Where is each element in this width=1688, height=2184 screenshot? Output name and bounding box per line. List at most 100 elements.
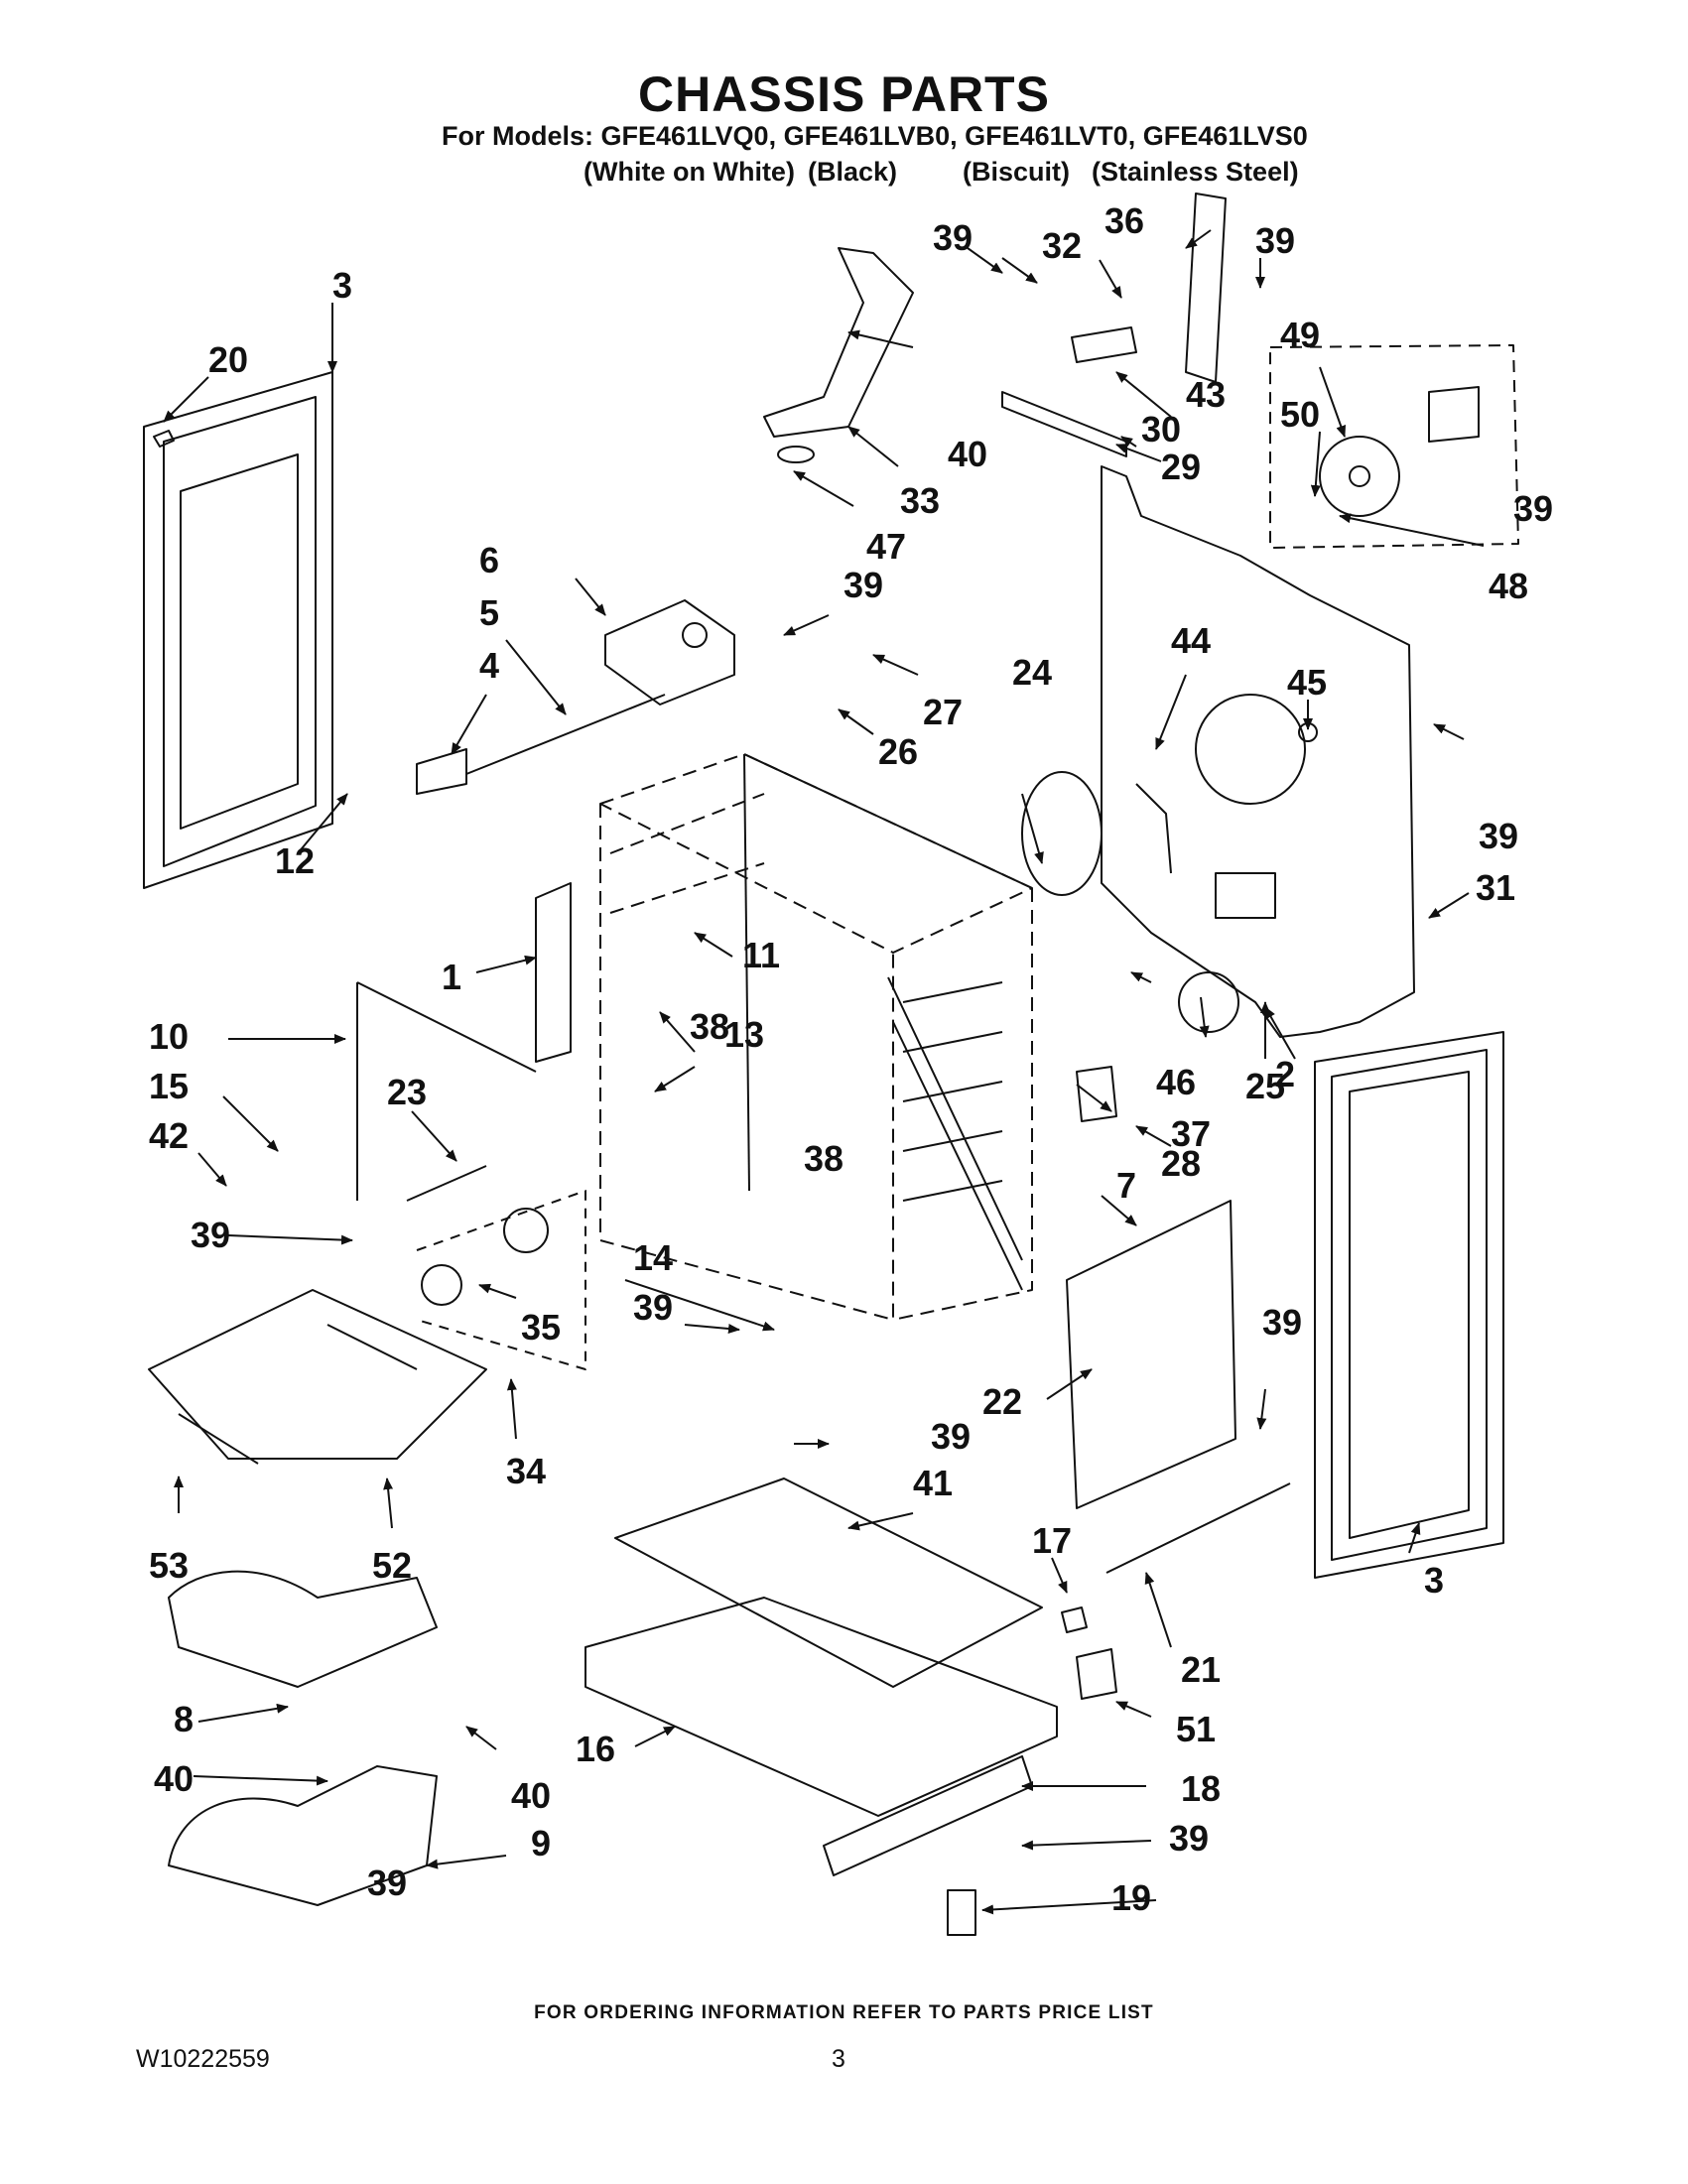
page-number: 3 (832, 2045, 845, 2073)
callout-3-left: 3 (332, 265, 352, 306)
burner-box-6 (604, 599, 735, 706)
callout-16: 16 (576, 1729, 615, 1769)
callout-32: 32 (1042, 225, 1082, 266)
callout-38-upper: 38 (690, 1006, 729, 1047)
callout-43: 43 (1186, 374, 1226, 415)
callout-53: 53 (149, 1545, 189, 1586)
label-51 (1076, 1648, 1117, 1700)
callout-44: 44 (1171, 620, 1211, 661)
callout-52: 52 (372, 1545, 412, 1586)
callout-39-b: 39 (1255, 220, 1295, 261)
wire-10 (356, 981, 537, 1201)
callout-36: 36 (1104, 200, 1144, 241)
callout-21: 21 (1181, 1649, 1221, 1690)
callout-13: 13 (724, 1014, 764, 1055)
callout-14: 14 (633, 1237, 673, 1278)
callout-23: 23 (387, 1072, 427, 1112)
rear-panel (1101, 465, 1415, 1038)
rod-21 (1105, 1482, 1291, 1574)
callout-15: 15 (149, 1066, 189, 1106)
callout-26: 26 (878, 731, 918, 772)
valve-knob-35 (416, 1190, 586, 1370)
callout-34: 34 (506, 1451, 546, 1491)
callout-31: 31 (1476, 867, 1515, 908)
bracket-29 (1001, 391, 1127, 457)
oven-cavity (599, 753, 1033, 1321)
callout-40-b: 40 (154, 1758, 194, 1799)
callout-3-right: 3 (1424, 1560, 1444, 1601)
oven-cavity-outline (743, 753, 1033, 1291)
side-panel-right (1314, 1031, 1504, 1579)
broiler-pan-52 (148, 1289, 487, 1465)
burner-box-16 (584, 1597, 1058, 1817)
callout-18: 18 (1181, 1768, 1221, 1809)
callout-4: 4 (479, 645, 499, 686)
callout-39-g: 39 (633, 1287, 673, 1328)
callout-42: 42 (149, 1115, 189, 1156)
broil-element-9 (168, 1765, 438, 1906)
burner-23 (406, 1165, 487, 1202)
page-title: CHASSIS PARTS (638, 66, 1050, 122)
callout-33: 33 (900, 480, 940, 521)
callout-27: 27 (923, 692, 963, 732)
callout-9: 9 (531, 1823, 551, 1863)
bake-element-8 (168, 1570, 438, 1688)
callout-37: 37 (1171, 1113, 1211, 1154)
callout-39-c: 39 (1513, 488, 1553, 529)
callout-39-a: 39 (933, 217, 973, 258)
callout-25: 25 (1245, 1066, 1285, 1106)
callout-28: 28 (1161, 1143, 1201, 1184)
callout-12: 12 (275, 840, 315, 881)
callout-24: 24 (1012, 652, 1052, 693)
callout-29: 29 (1161, 447, 1201, 487)
callout-49: 49 (1280, 315, 1320, 355)
callout-5: 5 (479, 592, 499, 633)
document-number: W10222559 (136, 2045, 270, 2073)
callout-6: 6 (479, 540, 499, 580)
callout-39-j: 39 (1169, 1818, 1209, 1859)
callout-48: 48 (1489, 566, 1528, 606)
fan-grille-25 (1178, 971, 1239, 1033)
callout-8: 8 (174, 1699, 194, 1739)
callout-11: 11 (742, 935, 780, 975)
callout-51: 51 (1176, 1709, 1216, 1749)
bracket-20 (153, 430, 175, 448)
bracket-28 (1076, 1066, 1117, 1122)
callout-40-c: 40 (511, 1775, 551, 1816)
finish-biscuit: (Biscuit) (963, 157, 1070, 187)
callout-45: 45 (1287, 662, 1327, 703)
bracket-30 (1071, 326, 1137, 363)
fan-blade-49 (1319, 436, 1400, 517)
oven-bottom-41 (614, 1477, 1043, 1688)
baffle-33 (763, 247, 914, 463)
callout-39-e: 39 (1479, 816, 1518, 856)
callout-39-k: 39 (367, 1863, 407, 1903)
motor-49 (1428, 386, 1480, 443)
bracket-1 (535, 882, 572, 1063)
finish-white: (White on White) (584, 157, 795, 187)
callout-35: 35 (521, 1307, 561, 1348)
toe-kick-18 (823, 1755, 1033, 1876)
duct-24 (1021, 771, 1103, 896)
side-panel-left (143, 371, 333, 889)
callout-38-lower: 38 (804, 1138, 844, 1179)
callout-7: 7 (1116, 1165, 1136, 1206)
callout-41: 41 (913, 1463, 953, 1503)
callout-46: 46 (1156, 1062, 1196, 1102)
callout-40-a: 40 (948, 434, 987, 474)
callout-39-d: 39 (844, 565, 883, 605)
models-line: For Models: GFE461LVQ0, GFE461LVB0, GFE4… (442, 121, 1308, 151)
heat-shield-22 (1066, 1200, 1236, 1509)
callout-39-h: 39 (931, 1416, 971, 1457)
callout-2: 2 (1275, 1054, 1295, 1094)
finish-black: (Black) (808, 157, 898, 187)
knob-35 (421, 1208, 549, 1306)
callout-17: 17 (1032, 1520, 1072, 1561)
fan-assembly-48 (1269, 344, 1519, 549)
bracket-36 (1185, 193, 1227, 383)
igniter-tube-5 (465, 694, 666, 775)
valve-4 (416, 748, 467, 795)
callout-19: 19 (1111, 1877, 1151, 1918)
callout-39-i: 39 (1262, 1302, 1302, 1343)
